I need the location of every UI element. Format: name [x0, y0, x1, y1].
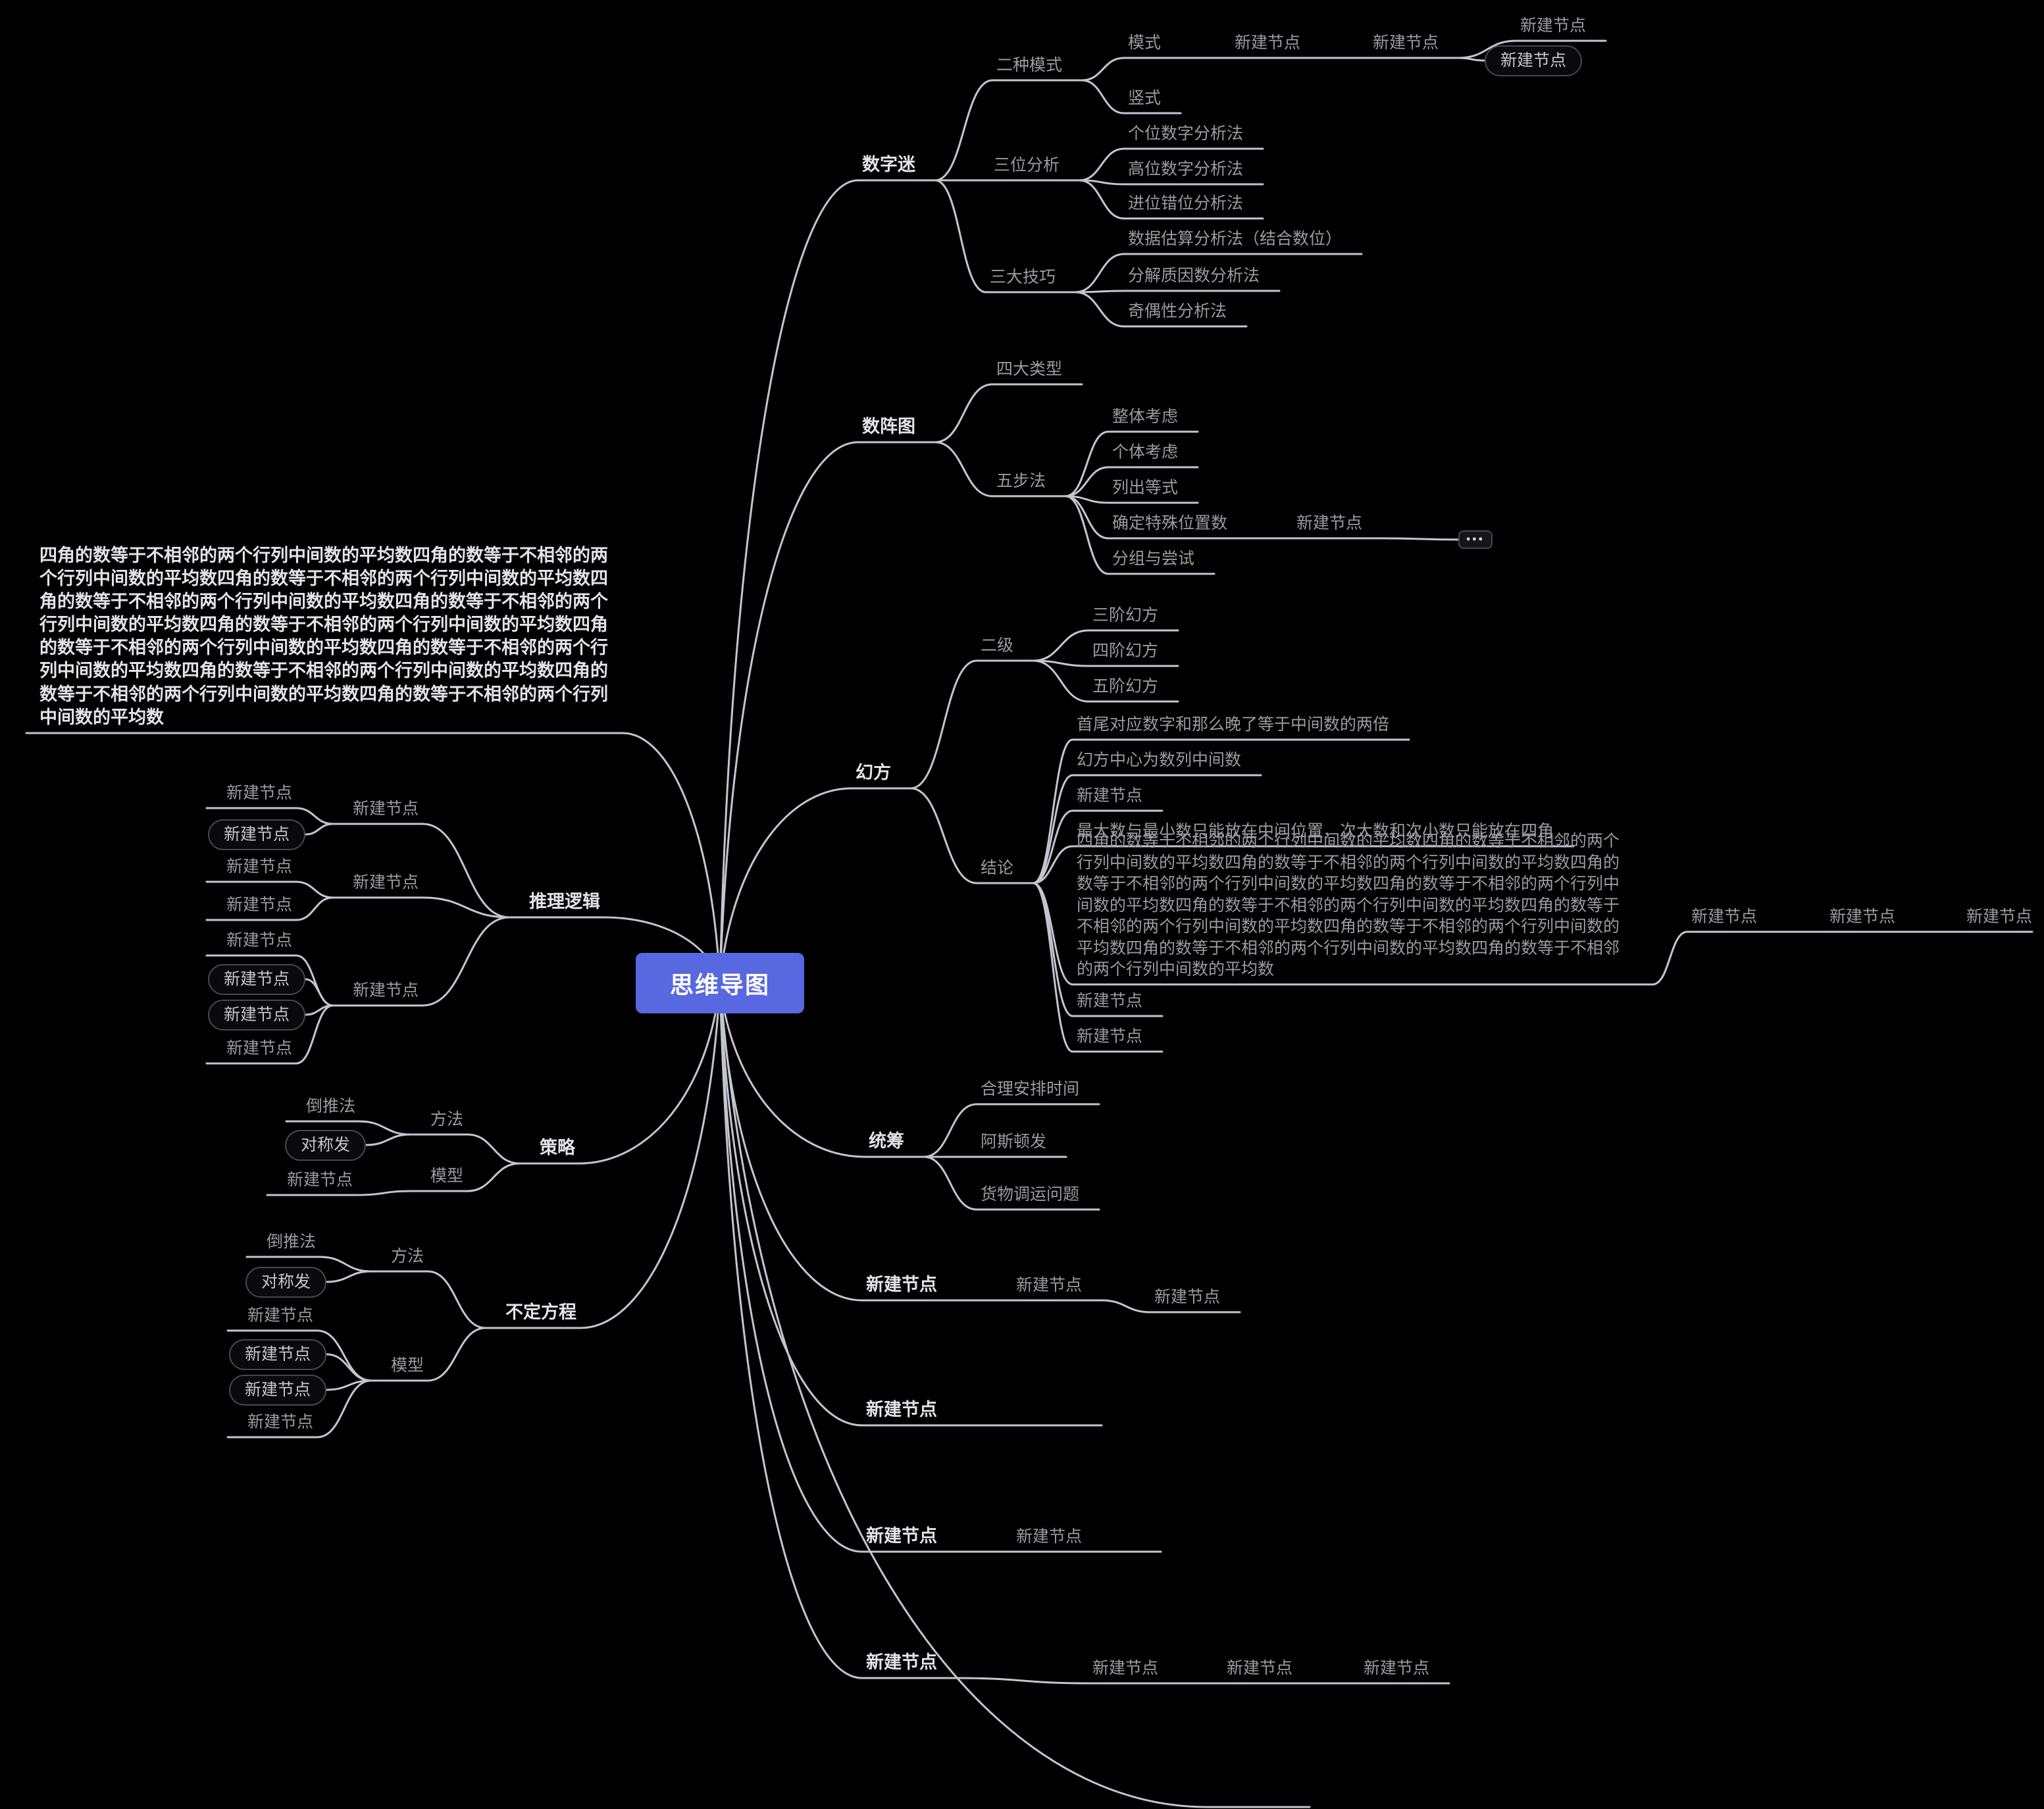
mindmap-node[interactable]: 分解质因数分析法: [1128, 267, 1260, 285]
mindmap-node[interactable]: 新建节点: [1092, 1659, 1159, 1677]
mindmap-node[interactable]: 新建节点: [1016, 1276, 1083, 1294]
mindmap-node[interactable]: 新建节点: [1016, 1527, 1083, 1546]
mindmap-node[interactable]: 个体考虑: [1112, 443, 1179, 461]
mindmap-node[interactable]: 个位数字分析法: [1128, 124, 1244, 143]
mindmap-node[interactable]: 四角的数等于不相邻的两个行列中间数的平均数四角的数等于不相邻的两个行列中间数的平…: [1077, 832, 1620, 979]
mindmap-node[interactable]: 新建节点: [866, 1652, 937, 1672]
mindmap-node-capsule[interactable]: 新建节点: [1485, 45, 1583, 76]
mindmap-node[interactable]: 新建节点: [353, 800, 419, 818]
mindmap-node[interactable]: 确定特殊位置数: [1112, 514, 1228, 532]
mindmap-node[interactable]: 二种模式: [996, 56, 1063, 74]
mindmap-node-capsule[interactable]: 新建节点: [208, 963, 306, 995]
mindmap-node[interactable]: 新建节点: [353, 981, 419, 1000]
mindmap-node[interactable]: 模型: [391, 1356, 424, 1375]
mindmap-node[interactable]: 四角的数等于不相邻的两个行列中间数的平均数四角的数等于不相邻的两个行列中间数的平…: [39, 546, 608, 727]
mindmap-node[interactable]: 新建节点: [1829, 907, 1896, 926]
mindmap-node[interactable]: 四阶幻方: [1092, 642, 1159, 660]
mindmap-node[interactable]: 三大技巧: [990, 268, 1056, 286]
mindmap-node[interactable]: 数据估算分析法（结合数位）: [1128, 230, 1342, 248]
mindmap-node[interactable]: 倒推法: [267, 1233, 317, 1251]
mindmap-root[interactable]: 思维导图: [636, 953, 805, 1013]
mindmap-node[interactable]: 幻方中心为数列中间数: [1077, 751, 1242, 769]
mindmap-node[interactable]: 新建节点: [1235, 34, 1301, 52]
mindmap-node[interactable]: 新建节点: [226, 857, 293, 876]
mindmap-node[interactable]: 奇偶性分析法: [1128, 302, 1227, 320]
mindmap-node[interactable]: 模型: [430, 1167, 464, 1185]
mindmap-node[interactable]: 新建节点: [1373, 34, 1439, 52]
mindmap-node[interactable]: 货物调运问题: [981, 1185, 1080, 1204]
mindmap-node[interactable]: 新建节点: [1966, 907, 2033, 926]
mindmap-node[interactable]: 竖式: [1128, 89, 1162, 107]
mindmap-node[interactable]: 新建节点: [226, 784, 293, 802]
mindmap-node[interactable]: 新建节点: [353, 873, 419, 892]
mindmap-node[interactable]: 新建节点: [247, 1306, 314, 1325]
mindmap-node[interactable]: 首尾对应数字和那么晚了等于中间数的两倍: [1077, 715, 1390, 734]
mindmap-node[interactable]: 分组与尝试: [1112, 549, 1195, 568]
mindmap-node[interactable]: 新建节点: [1077, 992, 1143, 1010]
mindmap-node[interactable]: 三阶幻方: [1092, 606, 1159, 624]
mindmap-node[interactable]: 新建节点: [1077, 1027, 1143, 1046]
mindmap-node-capsule[interactable]: 新建节点: [208, 999, 306, 1031]
mindmap-node[interactable]: 新建节点: [287, 1171, 353, 1189]
mindmap-node[interactable]: 阿斯顿发: [981, 1133, 1047, 1151]
mindmap-node[interactable]: 方法: [430, 1110, 464, 1129]
mindmap-node[interactable]: 新建节点: [1154, 1288, 1221, 1306]
mindmap-node[interactable]: 新建节点: [1691, 907, 1758, 926]
mindmap-node[interactable]: 五阶幻方: [1092, 677, 1159, 696]
mindmap-node[interactable]: 新建节点: [226, 896, 293, 914]
mindmap-node-capsule[interactable]: 新建节点: [229, 1338, 327, 1370]
mindmap-node[interactable]: 五步法: [996, 472, 1046, 490]
mindmap-node[interactable]: 推理逻辑: [529, 892, 600, 911]
mindmap-node-capsule[interactable]: 对称发: [285, 1129, 367, 1161]
mindmap-node[interactable]: 进位错位分析法: [1128, 194, 1244, 213]
mindmap-node[interactable]: 数字迷: [862, 155, 915, 174]
mindmap-node[interactable]: 四大类型: [996, 360, 1063, 378]
mindmap-node[interactable]: 模式: [1128, 34, 1162, 52]
mindmap-node[interactable]: 新建节点: [226, 1039, 293, 1057]
mindmap-node[interactable]: 新建节点: [1296, 514, 1363, 532]
mindmap-node[interactable]: 新建节点: [1364, 1659, 1430, 1677]
mindmap-node[interactable]: 新建节点: [866, 1275, 937, 1294]
mindmap-node[interactable]: 新建节点: [866, 1400, 937, 1419]
mindmap-node[interactable]: 整体考虑: [1112, 407, 1179, 426]
mindmap-node-capsule[interactable]: 新建节点: [229, 1374, 327, 1406]
mindmap-node[interactable]: 最大数与最小数只能放在中间位置，次大数和次小数只能放在四角: [1077, 822, 1554, 840]
mindmap-node[interactable]: 列出等式: [1112, 478, 1179, 497]
mindmap-node[interactable]: 统筹: [869, 1131, 904, 1151]
mindmap-node[interactable]: 新建节点: [1077, 786, 1143, 805]
mindmap-node[interactable]: 倒推法: [306, 1097, 356, 1115]
mindmap-node[interactable]: 数阵图: [862, 417, 915, 436]
mindmap-node[interactable]: 合理安排时间: [981, 1080, 1080, 1098]
mindmap-node[interactable]: 方法: [391, 1247, 424, 1265]
mindmap-node[interactable]: 结论: [981, 859, 1014, 877]
mindmap-node[interactable]: 二级: [981, 636, 1014, 655]
mindmap-node[interactable]: 幻方: [856, 763, 891, 782]
mindmap-node[interactable]: 不定方程: [505, 1302, 576, 1322]
mindmap-node-capsule[interactable]: 对称发: [245, 1266, 327, 1298]
mindmap-node[interactable]: 高位数字分析法: [1128, 160, 1244, 178]
mindmap-node[interactable]: 三位分析: [994, 156, 1060, 174]
mindmap-node[interactable]: 新建节点: [1227, 1659, 1293, 1677]
mindmap-node[interactable]: 新建节点: [866, 1526, 937, 1546]
mindmap-node[interactable]: 新建节点: [226, 931, 293, 950]
collapsed-children-indicator[interactable]: •••: [1458, 530, 1493, 549]
mindmap-node[interactable]: 新建节点: [1520, 16, 1587, 35]
mindmap-node-capsule[interactable]: 新建节点: [208, 819, 306, 850]
mindmap-node[interactable]: 策略: [540, 1138, 575, 1158]
mindmap-node[interactable]: 新建节点: [247, 1413, 314, 1431]
